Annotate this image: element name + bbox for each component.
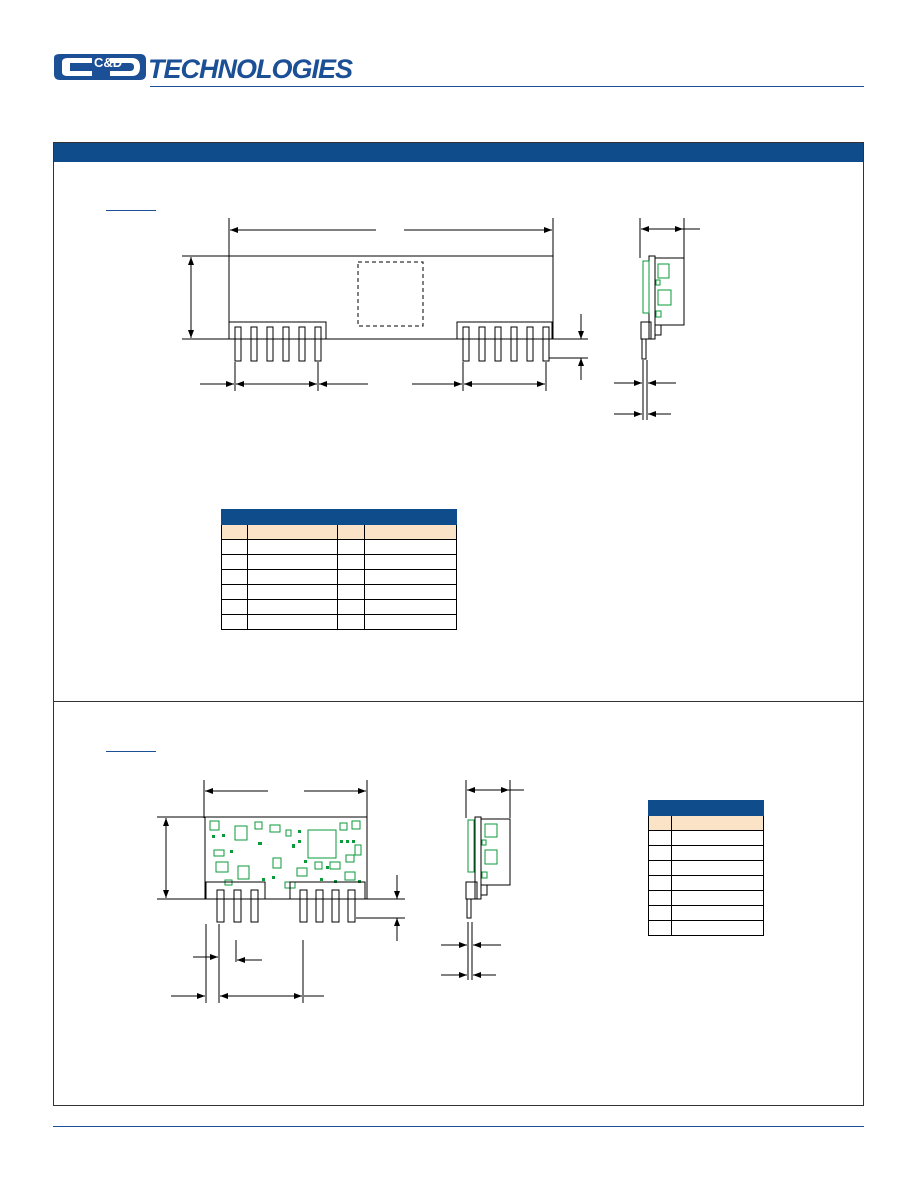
caption-underline-2 [106,751,156,752]
pin-table-1 [221,509,457,630]
table-row [221,614,457,630]
table-row [221,554,457,570]
table-row [221,569,457,585]
table-row [648,920,765,936]
logo-wordmark: TECHNOLOGIES [148,54,353,84]
pin-table-1-header [221,509,457,525]
footer-rule [53,1126,864,1127]
table-row [648,905,765,921]
table-row [221,599,457,615]
header-rule [150,86,864,87]
table-row [648,875,765,891]
table-column-header [336,524,366,540]
table-row [648,860,765,876]
mechanical-drawing-2-front-view [157,780,405,1003]
table-row [648,890,765,906]
caption-underline-1 [106,210,156,211]
table-column-header [648,815,672,831]
mechanical-drawing-1-front-view [182,218,588,391]
pin-table-2 [648,800,765,936]
table-row [648,845,765,861]
logo-letters: C&D [94,55,122,70]
company-logo: C&D TECHNOLOGIES [54,54,354,84]
table-column-header [670,815,765,831]
section-banner [54,143,863,162]
mechanical-drawing-2-side-view [441,780,524,980]
table-column-header [364,524,457,540]
mechanical-drawing-1-side-view [614,218,700,420]
pin-table-2-header [648,800,764,816]
section-divider [54,701,863,702]
table-row [648,830,765,846]
table-column-header [221,524,248,540]
section-frame [53,142,864,1106]
table-row [221,539,457,555]
table-column-header [246,524,338,540]
table-row [221,584,457,600]
